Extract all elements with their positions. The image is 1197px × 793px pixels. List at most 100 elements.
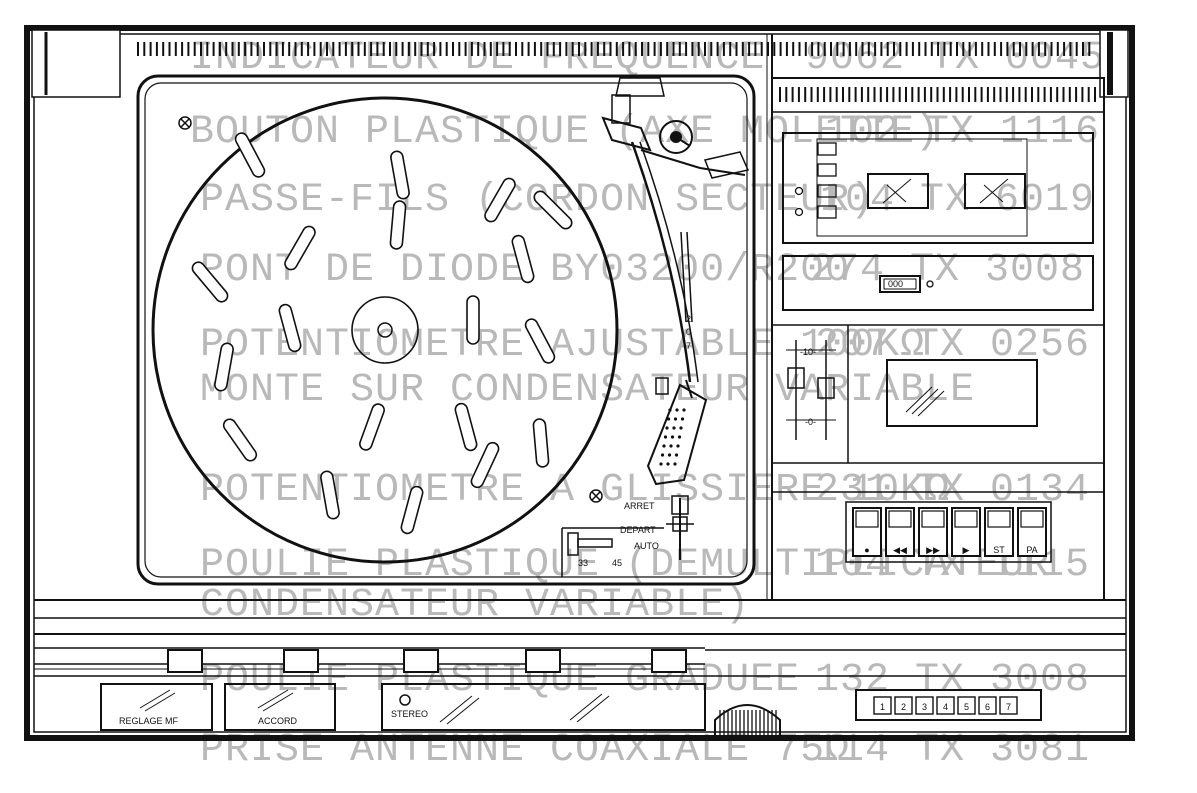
mat-rib — [533, 190, 573, 230]
transport-button-label: ◀◀ — [893, 545, 907, 555]
slider-scale-bottom: -0- — [805, 417, 816, 427]
preset-label: 2 — [901, 702, 906, 712]
turntable-deck: 2 0 7 ARRET DEPART AUTO 33 45 — [136, 74, 756, 586]
mf-adjust-window: REGLAGE MF — [100, 683, 213, 731]
arm-scale: 2 0 7 — [680, 231, 693, 351]
bg-line-7: 274 TX 3008 — [810, 248, 1085, 293]
bg-line-19: 114 TX 3081 — [815, 728, 1090, 773]
transport-button[interactable]: ST — [984, 507, 1014, 557]
mat-rib — [511, 234, 535, 284]
tonearm[interactable] — [601, 77, 750, 486]
screw-icon — [178, 116, 192, 130]
tape-counter: 000 — [888, 279, 903, 289]
mat-rib — [390, 150, 410, 200]
vu-meter-right — [964, 173, 1026, 209]
tuner-slider-knob[interactable] — [651, 649, 687, 673]
bg-line-17: 132 TX 3008 — [815, 658, 1090, 703]
tuner-slider-knob[interactable] — [167, 649, 203, 673]
transport-button-label: ● — [864, 545, 869, 555]
cassette-door — [772, 324, 1104, 493]
preset-button[interactable]: 2 — [894, 696, 913, 715]
tuning-window: ACCORD — [224, 683, 336, 731]
preset-label: 1 — [880, 702, 885, 712]
arm-mark-2: 2 — [686, 314, 691, 324]
transport-button[interactable]: ▶ — [951, 507, 981, 557]
transport-button[interactable]: ◀◀ — [885, 507, 915, 557]
tuner-slider-knob[interactable] — [525, 649, 561, 673]
bg-line-16: CONDENSATEUR VARIABLE) — [200, 583, 750, 628]
level-meter-panel — [782, 132, 1094, 244]
preset-button[interactable]: 4 — [936, 696, 955, 715]
platter-mat-ribs — [191, 132, 573, 535]
mat-rib — [284, 225, 316, 271]
mat-rib — [454, 402, 478, 452]
transport-button-label: ▶ — [963, 545, 970, 555]
speed-selector-switch[interactable] — [567, 532, 613, 556]
preset-button[interactable]: 5 — [957, 696, 976, 715]
bg-line-12: 231 TX 0134 — [815, 468, 1090, 513]
mat-rib — [524, 318, 556, 364]
start-label: DEPART — [620, 525, 656, 535]
mat-rib — [214, 342, 234, 392]
transport-button[interactable]: ▶▶ — [918, 507, 948, 557]
mat-rib — [222, 418, 258, 462]
preset-label: 4 — [943, 702, 948, 712]
top-vent-grille — [137, 42, 1091, 56]
auto-label: AUTO — [634, 541, 659, 551]
mat-rib — [484, 177, 516, 223]
platter[interactable] — [151, 96, 619, 564]
turntable-controls: ARRET DEPART AUTO 33 45 — [561, 495, 694, 577]
tuner-sliders[interactable] — [167, 649, 687, 673]
mat-rib — [466, 295, 480, 345]
speed-33-label: 33 — [578, 558, 588, 568]
mat-rib — [470, 441, 500, 489]
transport-button-label: ST — [993, 545, 1005, 555]
start-stop-lever[interactable] — [666, 495, 694, 560]
speed-45-label: 45 — [612, 558, 622, 568]
mat-rib — [278, 303, 302, 353]
stereo-indicator-label: STEREO — [391, 709, 428, 719]
preset-label: 7 — [1006, 702, 1011, 712]
bg-line-13: POTENTIOMETRE A GLISSIERE 10KΩ — [200, 468, 950, 513]
volume-thumbwheel[interactable] — [714, 704, 781, 737]
slider-scale-top: -10- — [800, 347, 816, 357]
tuning-label: ACCORD — [258, 716, 298, 726]
preset-button[interactable]: 3 — [915, 696, 934, 715]
cabinet — [24, 25, 1135, 741]
frequency-dial-window: STEREO — [381, 683, 706, 731]
transport-button-label: ▶▶ — [926, 545, 940, 555]
tuner-slider-knob[interactable] — [283, 649, 319, 673]
preset-label: 6 — [985, 702, 990, 712]
transport-button-label: PA — [1026, 545, 1037, 555]
bg-line-10: POTENTIOMETRE AJUSTABLE 100KΩ — [200, 323, 925, 368]
mat-rib — [320, 470, 340, 520]
bg-line-5: 104 TX 6019 — [820, 178, 1095, 223]
transport-button[interactable]: PA — [1017, 507, 1047, 557]
cassette-vent-grille — [779, 87, 1096, 102]
vu-meter-left — [867, 173, 929, 209]
background-sheet-text: 9062 TX 0045 INDICATEUR DE FREQUENCE 102… — [190, 36, 1105, 773]
bg-line-11: MONTE SUR CONDENSATEUR VARIABLE — [200, 368, 975, 413]
preset-button[interactable]: 7 — [999, 696, 1018, 715]
mat-rib — [532, 418, 550, 468]
mat-rib — [359, 403, 385, 451]
preset-button[interactable]: 1 — [873, 696, 892, 715]
bg-line-2: INDICATEUR DE FREQUENCE — [190, 36, 765, 81]
cartridge-grip — [659, 408, 686, 466]
arm-mark-0: 0 — [686, 327, 691, 337]
transport-button[interactable]: ● — [852, 507, 882, 557]
preset-label: 3 — [922, 702, 927, 712]
mat-rib — [400, 485, 424, 535]
recording-level-sliders[interactable]: -10- -0- — [786, 340, 836, 440]
screw-icon — [589, 489, 603, 503]
tuner-slider-knob[interactable] — [403, 649, 439, 673]
preset-button[interactable]: 6 — [978, 696, 997, 715]
tape-counter-panel: 000 — [782, 255, 1094, 311]
mat-rib — [191, 261, 229, 303]
bg-line-1: 9062 TX 0045 — [805, 36, 1105, 81]
